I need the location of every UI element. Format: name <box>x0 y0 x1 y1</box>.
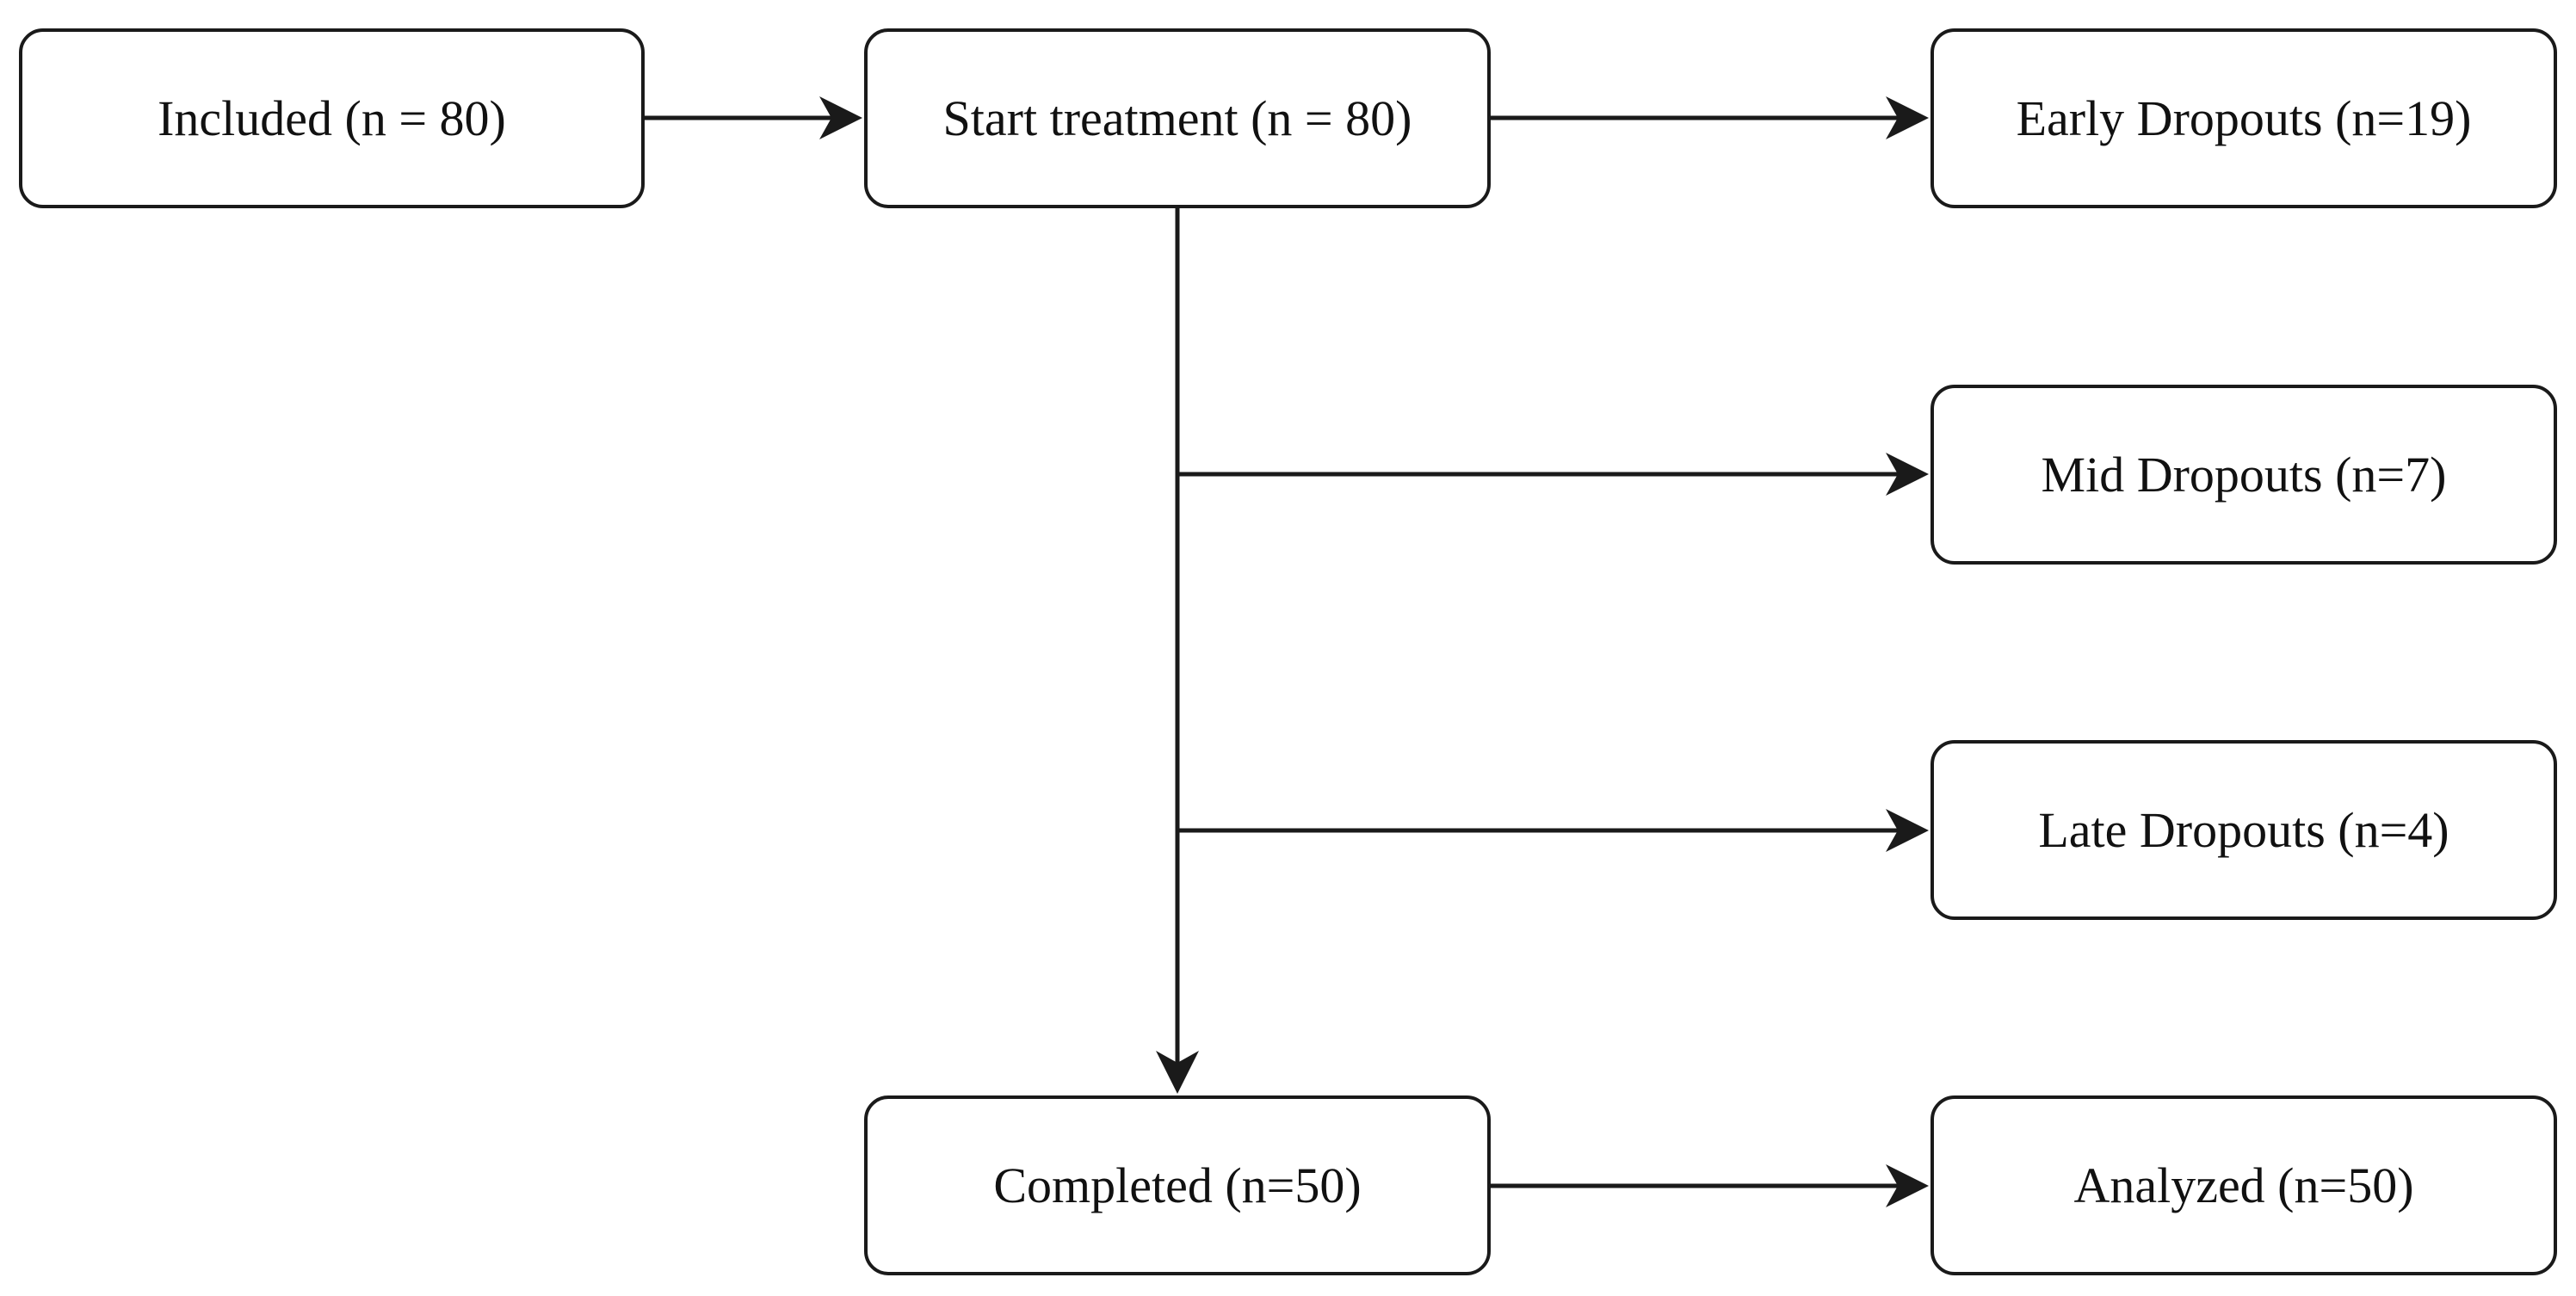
arrow-completed-to-analyzed <box>1491 1164 1929 1207</box>
node-late-dropouts: Late Dropouts (n=4) <box>1930 740 2557 920</box>
node-mid-dropouts: Mid Dropouts (n=7) <box>1930 385 2557 565</box>
arrow-start-to-completed <box>1156 208 1199 1094</box>
arrow-start-to-early-dropouts <box>1491 96 1929 139</box>
node-late-dropouts-label: Late Dropouts (n=4) <box>2038 802 2449 858</box>
node-analyzed: Analyzed (n=50) <box>1930 1095 2557 1275</box>
node-start-treatment-label: Start treatment (n = 80) <box>942 90 1412 146</box>
node-included: Included (n = 80) <box>19 28 645 208</box>
node-early-dropouts-label: Early Dropouts (n=19) <box>2016 90 2472 146</box>
arrow-branch-to-late-dropouts <box>1177 809 1929 852</box>
arrow-branch-to-mid-dropouts <box>1177 453 1929 496</box>
node-start-treatment: Start treatment (n = 80) <box>864 28 1491 208</box>
arrow-included-to-start <box>645 96 862 139</box>
node-included-label: Included (n = 80) <box>158 90 506 146</box>
node-completed: Completed (n=50) <box>864 1095 1491 1275</box>
node-mid-dropouts-label: Mid Dropouts (n=7) <box>2041 447 2447 503</box>
node-completed-label: Completed (n=50) <box>993 1157 1362 1213</box>
node-analyzed-label: Analyzed (n=50) <box>2073 1157 2414 1213</box>
node-early-dropouts: Early Dropouts (n=19) <box>1930 28 2557 208</box>
